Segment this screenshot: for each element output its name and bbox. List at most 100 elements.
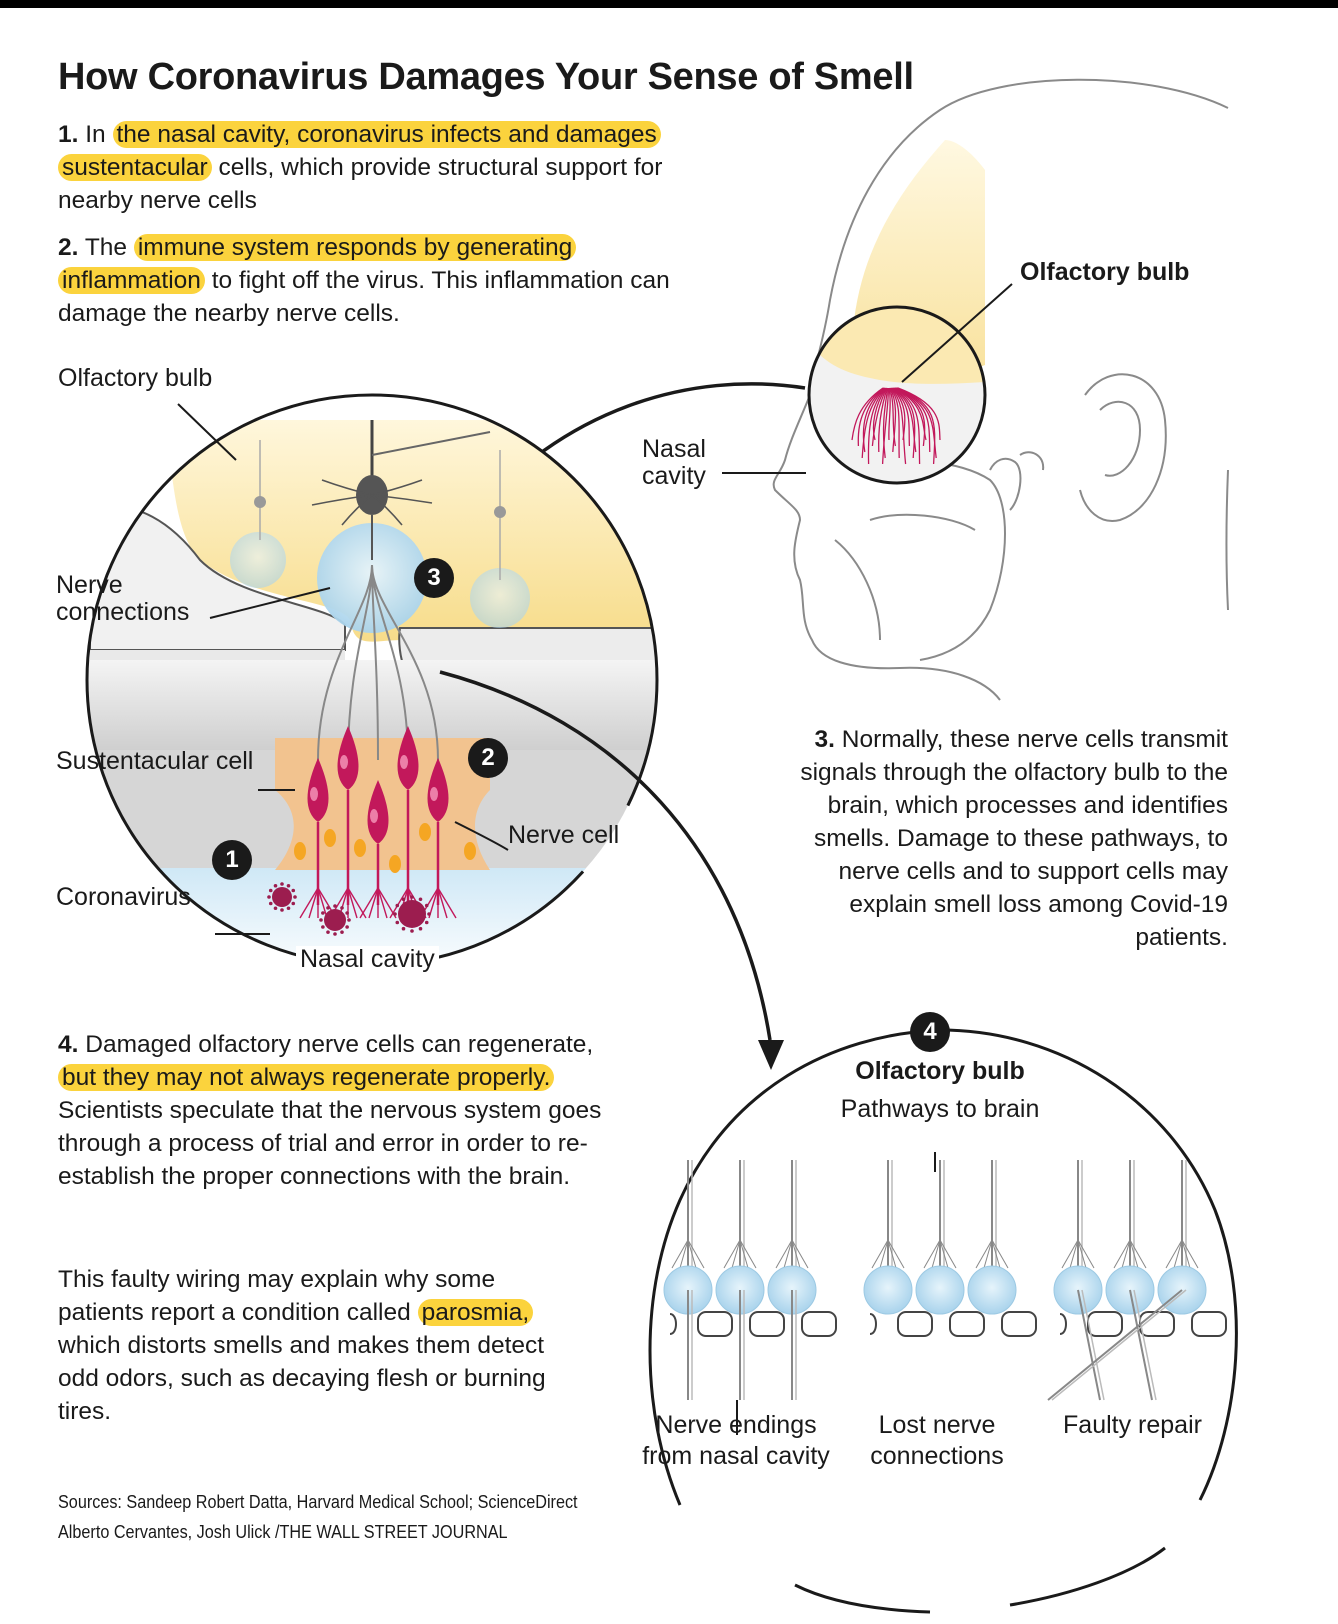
pathway-branch <box>687 1239 705 1269</box>
pathway-branch <box>739 1239 757 1269</box>
nerve-cell-body <box>427 758 449 822</box>
label-nerve-cell: Nerve cell <box>508 821 620 849</box>
virus-spike <box>340 930 344 934</box>
cilia <box>377 887 388 919</box>
head-nerve-strand <box>893 387 916 459</box>
parosmia-text: This faulty wiring may explain why some … <box>58 1263 558 1428</box>
pathway-branch <box>791 1239 801 1269</box>
pathway-branch <box>1121 1239 1131 1269</box>
pathway-branch <box>731 1239 741 1269</box>
head-nerve-strand <box>888 387 891 441</box>
pathway-branch <box>983 1239 993 1269</box>
head-nerve-strand <box>892 387 911 447</box>
axon-strand <box>371 564 439 761</box>
head-nerve-strand <box>894 387 921 465</box>
virus-spike <box>319 918 323 922</box>
virus-spike <box>273 906 278 911</box>
pathway-branch <box>791 1239 809 1269</box>
step-3-number: 3. <box>814 726 835 753</box>
pathway-branch <box>783 1239 793 1269</box>
step-1-pre: In <box>85 121 113 148</box>
virus-spike <box>393 912 397 916</box>
nerve-cell-highlight <box>430 787 438 801</box>
side-neuron-body <box>254 496 266 508</box>
virus-spike <box>345 925 349 929</box>
parosmia-post: which distorts smells and makes them det… <box>58 1332 546 1425</box>
virus-spike <box>293 895 297 899</box>
pathway-branch <box>687 1239 697 1269</box>
pathway-branch <box>679 1239 689 1269</box>
plate-end <box>669 1313 677 1335</box>
plate-segment <box>801 1311 837 1337</box>
virus-spike <box>418 926 423 931</box>
label-olfactory-bulb-4: Olfactory bulb <box>855 1057 1025 1085</box>
label-pathways: Pathways to brain <box>840 1095 1040 1123</box>
nerve-cell-highlight <box>340 755 348 769</box>
pathway-branch <box>1129 1239 1139 1269</box>
neuron-dendrite <box>321 479 373 496</box>
axon-strand <box>371 564 409 761</box>
pathway-branch <box>1165 1239 1183 1269</box>
pathway-branch <box>879 1239 889 1269</box>
credit-line: Alberto Cervantes, Josh Ulick /THE WALL … <box>58 1522 508 1542</box>
granule <box>324 829 336 847</box>
arrow-detail-to-regeneration <box>439 670 772 1041</box>
plate-segment <box>949 1311 985 1337</box>
virus-spike <box>267 895 271 899</box>
cilia <box>308 887 319 919</box>
label-nasal-cavity-head: Nasal cavity <box>642 435 706 490</box>
plate-end <box>1059 1313 1067 1335</box>
faulty-nerve-ending-outline <box>1133 1289 1157 1401</box>
label-olfactory-bulb-left: Olfactory bulb <box>58 364 213 392</box>
step-4-highlight: but they may not always regenerate prope… <box>58 1064 555 1091</box>
head-nerve-strand <box>892 387 917 453</box>
arrow-detail-tip <box>758 1040 784 1070</box>
virus-spike <box>321 925 325 929</box>
step-1-post: cells, which provide structural support … <box>58 154 663 214</box>
label-nasal-cavity-bottom: Nasal cavity <box>296 946 439 973</box>
label-lost-connections: Lost nerve connections <box>870 1411 1004 1470</box>
neuron-dendrite <box>371 494 433 504</box>
virus-spike <box>401 897 406 902</box>
marker-3: 3 <box>414 558 454 598</box>
pathway-branch <box>939 1239 957 1269</box>
head-nerve-strand <box>857 387 884 447</box>
coronavirus-particle <box>398 900 426 928</box>
nerve-cell-body <box>337 726 359 790</box>
pathway-branch <box>887 1239 905 1269</box>
virus-spike <box>333 904 337 908</box>
virus-spike <box>345 911 349 915</box>
cilia <box>347 887 358 919</box>
label-faulty-repair: Faulty repair <box>1063 1411 1202 1439</box>
regeneration-circle-bottom-right <box>1009 1546 1166 1607</box>
virus-spike <box>395 903 400 908</box>
step-3-body: Normally, these nerve cells transmit sig… <box>800 726 1228 951</box>
step-4-post: Scientists speculate that the nervous sy… <box>58 1097 602 1190</box>
head-nerve-strand <box>894 387 927 441</box>
virus-spike <box>418 897 423 902</box>
faulty-nerve-ending-outline <box>1051 1289 1187 1401</box>
olfactory-bulb-head-leader <box>901 283 1013 383</box>
nerve-cell-body <box>397 726 419 790</box>
pathway-branch <box>1181 1239 1191 1269</box>
pathway-branch <box>871 1239 889 1269</box>
head-zoom-content <box>809 307 985 483</box>
step-2-text: 2. The immune system responds by generat… <box>58 231 718 330</box>
head-nerve-strand <box>862 387 885 453</box>
virus-spike <box>286 906 291 911</box>
granule <box>354 839 366 857</box>
nerve-connections-leader <box>209 587 331 619</box>
virus-spike <box>321 911 325 915</box>
nerve-cell-highlight <box>370 809 378 823</box>
virus-spike <box>268 888 273 893</box>
pathway-branch <box>775 1239 793 1269</box>
label-sustentacular-cell: Sustentacular cell <box>56 747 254 775</box>
axon-strand <box>371 564 379 761</box>
pathway-branch <box>739 1239 749 1269</box>
faulty-nerve-ending <box>1047 1289 1183 1401</box>
virus-spike <box>424 920 429 925</box>
head-nerve-strand <box>851 387 884 441</box>
pathway-branch <box>1113 1239 1131 1269</box>
head-nerve-strand <box>897 387 936 465</box>
nerve-cell-leader <box>454 821 509 851</box>
